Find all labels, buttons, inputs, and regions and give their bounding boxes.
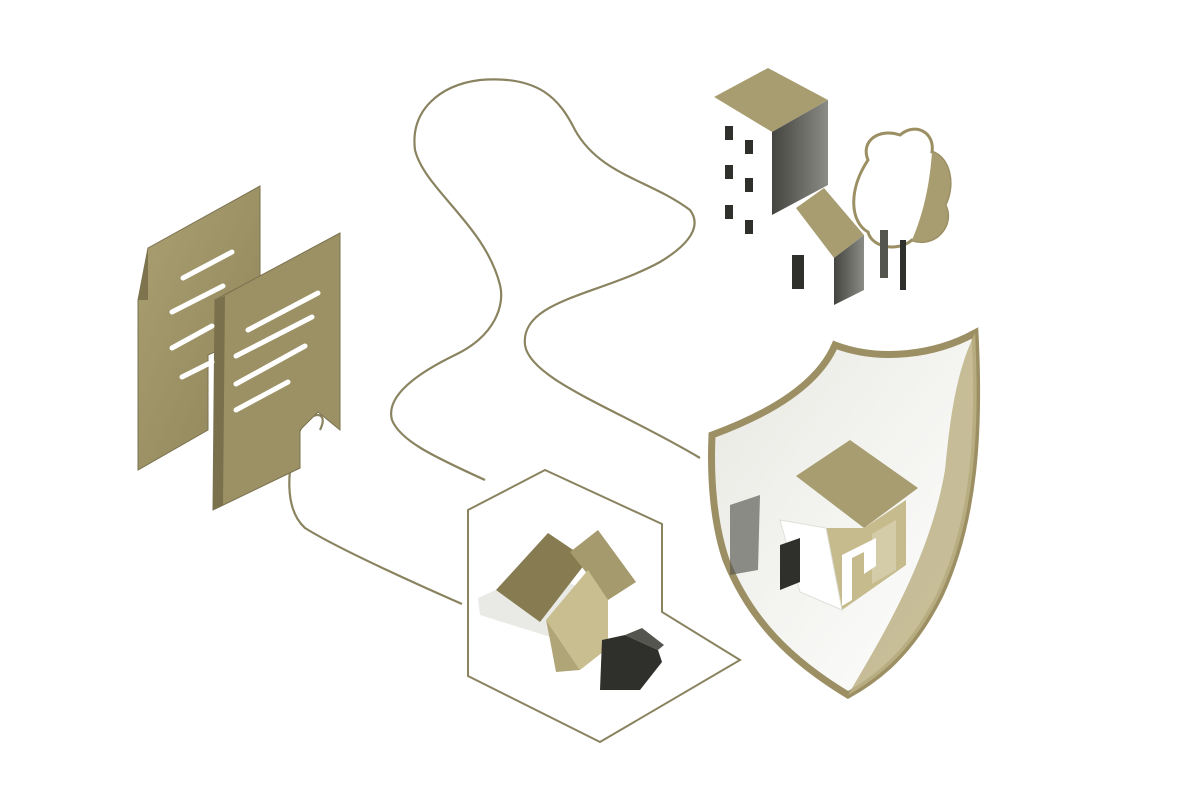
apartment-building-icon (714, 68, 864, 305)
tree-icon (852, 127, 952, 290)
shield-house-icon (708, 327, 981, 700)
building-windows (725, 126, 753, 234)
house-tile-icon (467, 468, 742, 744)
documents-icon (137, 185, 341, 511)
document-lines (169, 249, 321, 413)
